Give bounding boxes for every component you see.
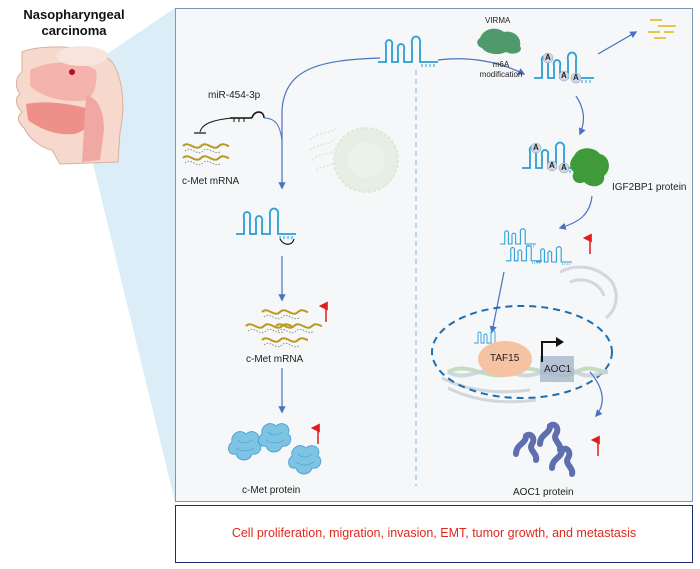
- stabilized-lncrna: [499, 228, 573, 266]
- arrow-to-degradation: [597, 31, 638, 55]
- brain-outline: [56, 46, 108, 66]
- arrow-mirna-to-complex: [263, 117, 283, 141]
- outcome-box: Cell proliferation, migration, invasion,…: [175, 505, 693, 563]
- virma-protein: [477, 28, 521, 55]
- oral-cavity: [26, 102, 92, 135]
- title-line-2: carcinoma: [41, 23, 107, 38]
- nasal-cavity: [30, 62, 97, 102]
- m6a-line-2: modification: [479, 70, 523, 79]
- inhibition-line: [199, 117, 233, 133]
- aoc1-gene-label: AOC1: [544, 364, 572, 375]
- lncrna-mirna-complex: [235, 207, 297, 245]
- cmet-mrna-top-label: c-Met mRNA: [182, 176, 240, 187]
- taf15-protein: [478, 341, 532, 377]
- mirna-label: miR-454-3p: [208, 90, 261, 101]
- aoc1-protein-cluster: [516, 425, 572, 474]
- mirna-icon: [230, 111, 265, 122]
- cmet-protein-label: c-Met protein: [242, 485, 301, 496]
- m6a-mark-5: A: [549, 161, 555, 170]
- m6a-mark-1: A: [545, 53, 551, 62]
- virma-label: VIRMA: [485, 16, 511, 25]
- taf15-label: TAF15: [490, 353, 520, 364]
- m6a-modification-label: m6A modification: [476, 60, 526, 80]
- igf2bp1-complex: [521, 141, 609, 187]
- igf2bp1-label: IGF2BP1 protein: [612, 182, 687, 193]
- outcome-text: Cell proliferation, migration, invasion,…: [231, 526, 637, 540]
- m6a-line-1: m6A: [492, 60, 510, 69]
- pharynx: [82, 96, 104, 162]
- arrow-to-aoc1-protein: [589, 371, 603, 418]
- arrow-to-m6a-rna: [437, 58, 526, 75]
- aoc1-gene-box: [540, 356, 574, 382]
- cmet-protein-cluster: [228, 423, 322, 475]
- cmet-mrna-top-icon: [182, 143, 230, 166]
- endoplasmic-reticulum: [441, 265, 618, 404]
- aoc1-protein-label: AOC1 protein: [513, 487, 574, 498]
- lncrna-hairpin-top: [377, 35, 439, 68]
- transcription-start-arrow: [541, 341, 556, 362]
- arrow-lncrna-to-complex: [278, 57, 381, 190]
- arrow-igf2bp1-to-stable-rna: [558, 195, 593, 230]
- figure-title: Nasopharyngeal carcinoma: [14, 7, 134, 39]
- faded-nucleus-illustration: [309, 127, 399, 193]
- cmet-mrna-label: c-Met mRNA: [246, 354, 304, 365]
- arrow-m6a-to-igf2bp1: [575, 95, 586, 136]
- m6a-mark-3: A: [573, 73, 579, 82]
- cmet-mrna-cluster: [245, 309, 323, 348]
- m6a-lncrna: [533, 51, 595, 84]
- nucleus-boundary: [431, 305, 613, 399]
- transcription-arrowhead: [556, 337, 564, 347]
- degraded-rna-fragments: [648, 19, 676, 39]
- m6a-mark-4: A: [533, 143, 539, 152]
- title-line-1: Nasopharyngeal: [23, 7, 125, 22]
- m6a-mark-2: A: [561, 71, 567, 80]
- mechanism-panel: [175, 8, 693, 502]
- tumor-site-dot: [69, 69, 75, 75]
- igf2bp1-protein-shape: [570, 148, 609, 187]
- arrow-into-nucleus: [489, 271, 505, 334]
- m6a-mark-6: A: [561, 163, 567, 172]
- dna-helix: [447, 366, 609, 378]
